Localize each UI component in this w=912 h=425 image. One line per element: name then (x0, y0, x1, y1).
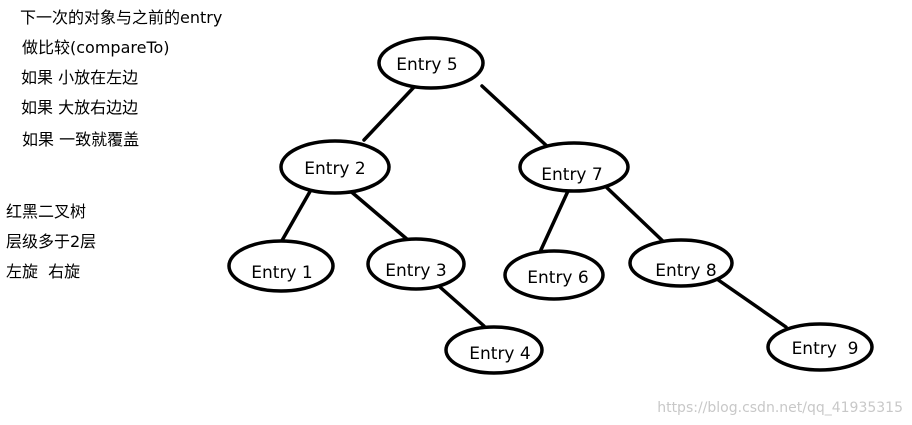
rb-line-3: 左旋 右旋 (6, 262, 80, 281)
node-entry-9: Entry 9 (766, 322, 874, 372)
node-entry-7-ellipse (518, 141, 630, 193)
node-entry-6: Entry 6 (503, 249, 605, 301)
edge-entry5-entry2 (362, 84, 417, 142)
node-entry-8-label: Entry 8 (655, 261, 716, 281)
node-entry-6-label: Entry 6 (527, 268, 588, 288)
node-entry-5-ellipse (377, 36, 485, 90)
node-entry-4: Entry 4 (444, 325, 544, 375)
rb-line-2: 层级多于2层 (6, 232, 96, 251)
node-entry-4-label: Entry 4 (469, 344, 530, 364)
node-entry-4-ellipse (444, 325, 544, 375)
edge-entry2-entry3 (346, 187, 410, 242)
rule-line-4: 如果 大放右边边 (21, 98, 138, 117)
rb-line-1: 红黑二叉树 (6, 202, 86, 221)
rule-line-5: 如果 一致就覆盖 (22, 130, 139, 149)
node-entry-8: Entry 8 (628, 238, 734, 288)
node-entry-2: Entry 2 (279, 139, 391, 195)
node-entry-7-label: Entry 7 (541, 165, 602, 185)
node-entry-8-ellipse (628, 238, 734, 288)
insert-rules-notes: 下一次的对象与之前的entry 做比较(compareTo) 如果 小放在左边 … (20, 8, 222, 149)
node-entry-3-label: Entry 3 (385, 261, 446, 281)
tree-edges (278, 84, 788, 329)
node-entry-9-ellipse (766, 322, 874, 372)
node-entry-9-label: Entry 9 (792, 339, 859, 359)
node-entry-2-label: Entry 2 (304, 159, 365, 179)
node-entry-5: Entry 5 (377, 36, 485, 90)
edge-entry7-entry6 (538, 189, 570, 254)
rule-line-1: 下一次的对象与之前的entry (20, 8, 222, 27)
node-entry-2-ellipse (279, 139, 391, 195)
edge-entry7-entry8 (600, 181, 670, 248)
tree-nodes: Entry 5 Entry 2 Entry 7 Entry 1 Entry 3 … (227, 36, 874, 375)
node-entry-3-ellipse (366, 237, 466, 291)
node-entry-6-ellipse (503, 249, 605, 301)
node-entry-5-label: Entry 5 (396, 55, 457, 75)
node-entry-7: Entry 7 (518, 141, 630, 193)
edge-entry5-entry7 (480, 84, 551, 150)
rule-line-3: 如果 小放在左边 (21, 68, 138, 87)
edge-entry2-entry1 (278, 186, 314, 246)
edge-entry3-entry4 (430, 278, 486, 328)
rule-line-2: 做比较(compareTo) (22, 38, 170, 57)
rb-tree-notes: 红黑二叉树 层级多于2层 左旋 右旋 (6, 202, 96, 281)
node-entry-1-label: Entry 1 (251, 263, 312, 283)
node-entry-3: Entry 3 (366, 237, 466, 291)
node-entry-1-ellipse (227, 239, 335, 293)
edge-entry8-entry9 (712, 275, 788, 329)
node-entry-1: Entry 1 (227, 239, 335, 293)
watermark-text: https://blog.csdn.net/qq_41935315 (657, 400, 903, 416)
